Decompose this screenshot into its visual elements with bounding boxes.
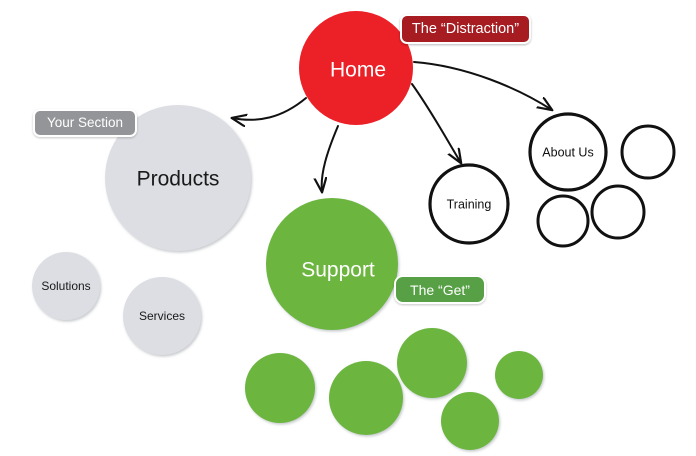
green-circle-1 — [245, 353, 315, 423]
green-circle-4 — [441, 392, 499, 450]
arrow-home-to-training — [411, 83, 461, 163]
training-circle[interactable] — [428, 163, 510, 245]
green-circle-3 — [397, 328, 467, 398]
green-circle-2 — [329, 361, 403, 435]
arrow-home-to-support — [322, 125, 339, 192]
node-about-us[interactable]: About Us — [528, 112, 608, 192]
services-label: Services — [139, 309, 185, 323]
node-training[interactable]: Training — [428, 163, 510, 245]
badge-your-section[interactable]: Your Section — [33, 109, 137, 137]
services-circle[interactable] — [123, 277, 201, 355]
support-label: Support — [301, 259, 375, 282]
node-home[interactable]: Home — [299, 11, 413, 125]
training-label: Training — [447, 197, 492, 211]
arrow-home-to-about-us — [413, 61, 552, 110]
badge-the-get[interactable]: The “Get” — [394, 275, 486, 304]
outline-cluster — [536, 124, 676, 248]
products-label: Products — [137, 168, 220, 191]
node-services[interactable]: Services — [123, 277, 201, 355]
badge-distraction[interactable]: The “Distraction” — [400, 14, 531, 44]
outline-circle-2 — [590, 184, 646, 240]
green-circle-5 — [495, 351, 543, 399]
about-us-label: About Us — [542, 145, 593, 159]
support-circle[interactable] — [266, 198, 398, 330]
node-support[interactable]: Support — [266, 198, 398, 330]
node-products[interactable]: Products — [105, 105, 251, 251]
home-label: Home — [330, 59, 386, 82]
green-cluster — [245, 328, 543, 450]
node-solutions[interactable]: Solutions — [32, 252, 100, 320]
solutions-label: Solutions — [41, 279, 90, 293]
outline-circle-3 — [536, 194, 590, 248]
arrow-group — [232, 61, 552, 192]
home-circle[interactable] — [299, 11, 413, 125]
products-circle[interactable] — [105, 105, 251, 251]
solutions-circle[interactable] — [32, 252, 100, 320]
about-us-circle[interactable] — [528, 112, 608, 192]
outline-circle-1 — [620, 124, 676, 180]
arrow-home-to-products — [232, 97, 307, 120]
